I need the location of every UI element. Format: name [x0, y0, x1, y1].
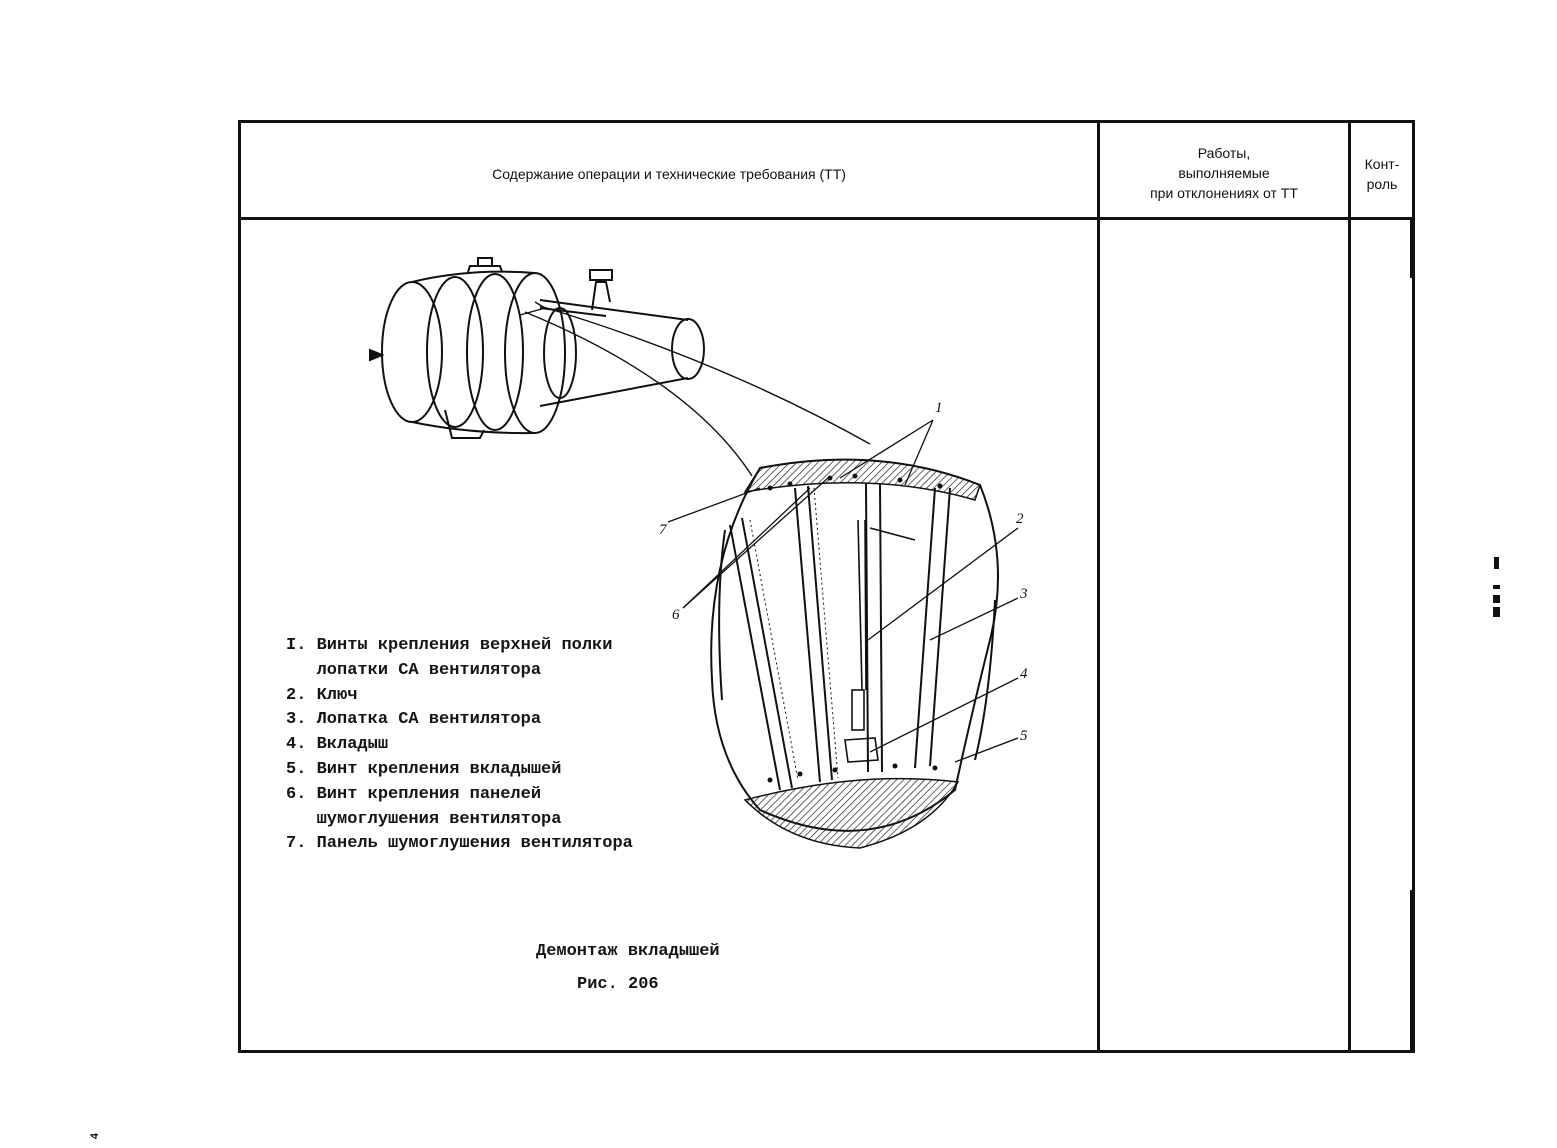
legend-list: I. Винты крепления верхней полки лопатки…	[286, 634, 706, 857]
right-edge-mark-bottom	[1410, 890, 1415, 1053]
right-edge-mark-top	[1410, 220, 1415, 278]
legend-item: 5. Винт крепления вкладышей	[286, 759, 562, 779]
callout-5: 5	[1020, 728, 1028, 744]
callout-2: 2	[1016, 511, 1024, 527]
callout-lines	[667, 419, 1019, 763]
detail-view	[710, 458, 999, 849]
engine-overview	[369, 257, 705, 439]
margin-marks	[1493, 557, 1500, 617]
header-operation-content: Содержание операции и технические требов…	[241, 164, 1097, 184]
header-control-line-2: роль	[1366, 176, 1398, 192]
legend-item: лопатки СА вентилятора	[286, 660, 542, 680]
callout-4: 4	[1020, 666, 1028, 682]
header-control-line-1: Конт-	[1364, 156, 1400, 172]
legend-item: I. Винты крепления верхней полки	[286, 636, 613, 655]
legend-item: 2. Ключ	[286, 685, 358, 705]
legend-item: 3. Лопатка СА вентилятора	[286, 710, 542, 730]
column-divider-2	[1348, 120, 1351, 1053]
page-mark: 4	[89, 1132, 102, 1140]
legend-item: 6. Винт крепления панелей	[286, 784, 542, 804]
header-deviation-works: Работы, выполняемые при отклонениях от Т…	[1100, 143, 1348, 203]
figure-number: Рис. 206	[577, 975, 659, 994]
legend-item: 4. Вкладыш	[286, 735, 389, 755]
table-frame	[238, 120, 1415, 1053]
column-divider-1	[1097, 120, 1100, 1053]
header-deviation-line-2: выполняемые	[1178, 165, 1270, 181]
legend-item: 7. Панель шумоглушения вентилятора	[286, 834, 633, 854]
detail-leader-lines	[519, 301, 871, 477]
callout-6: 6	[672, 607, 680, 623]
header-operation-content-text: Содержание операции и технические требов…	[492, 166, 846, 182]
header-deviation-line-1: Работы,	[1197, 145, 1251, 161]
header-deviation-line-3: при отклонениях от ТТ	[1150, 185, 1298, 201]
header-control: Конт- роль	[1351, 154, 1413, 194]
legend-item: шумоглушения вентилятора	[286, 809, 562, 829]
header-divider	[238, 217, 1415, 220]
callout-1: 1	[935, 400, 943, 416]
callout-3: 3	[1020, 586, 1028, 602]
callout-7: 7	[659, 522, 667, 538]
figure-title: Демонтаж вкладышей	[536, 942, 720, 961]
